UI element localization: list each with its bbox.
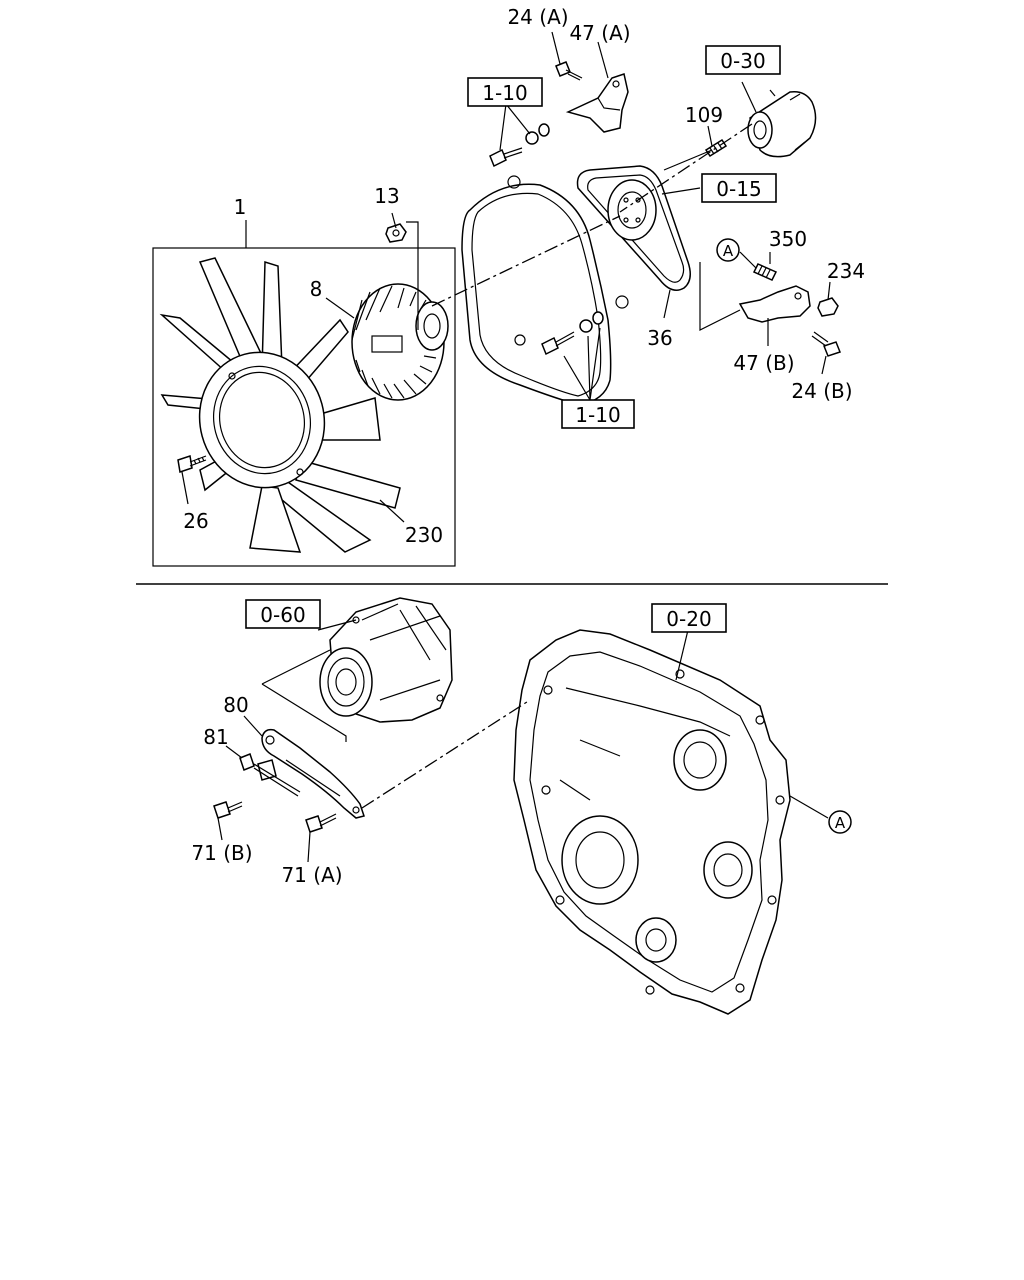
marker-a-lower: A <box>828 810 852 834</box>
fan-shroud-plate <box>461 175 629 406</box>
svg-text:A: A <box>723 242 734 260</box>
bolt-71a <box>305 813 337 833</box>
bolt-81 <box>239 753 301 797</box>
callout-47a: 47 (A) <box>569 21 630 45</box>
bolt-washer-top <box>489 123 550 168</box>
fan-group-frame <box>152 247 456 567</box>
callout-13: 13 <box>374 184 399 208</box>
callout-47b: 47 (B) <box>733 351 794 375</box>
svg-text:0-60: 0-60 <box>260 603 305 627</box>
callout-24a: 24 (A) <box>507 5 568 29</box>
fan-shroud-ring <box>198 351 326 489</box>
stud-350 <box>752 263 778 281</box>
callout-350: 350 <box>769 227 807 251</box>
svg-text:0-20: 0-20 <box>666 607 711 631</box>
bolt-washer-bottom <box>541 311 604 356</box>
lower-center-line <box>361 699 531 809</box>
callout-234: 234 <box>827 259 865 283</box>
nut-13 <box>385 223 407 243</box>
water-pump <box>747 89 817 158</box>
marker-a-upper: A <box>716 238 740 262</box>
callout-230: 230 <box>405 523 443 547</box>
ref-box-1-10-top[interactable]: 1-10 <box>467 77 543 107</box>
bracket-47b <box>738 285 811 323</box>
ref-box-0-30[interactable]: 0-30 <box>705 45 781 75</box>
callout-26: 26 <box>183 509 208 533</box>
ref-box-0-60[interactable]: 0-60 <box>245 599 321 629</box>
ref-box-0-20[interactable]: 0-20 <box>651 603 727 633</box>
bolt-24a <box>555 61 583 81</box>
drive-belt <box>576 165 691 291</box>
svg-text:1-10: 1-10 <box>575 403 620 427</box>
callout-109: 109 <box>685 103 723 127</box>
svg-text:0-15: 0-15 <box>716 177 761 201</box>
callout-1: 1 <box>234 195 247 219</box>
upper-leader-lines <box>181 31 831 523</box>
nut-234 <box>817 297 839 317</box>
ref-box-0-15[interactable]: 0-15 <box>701 173 777 203</box>
callout-71b: 71 (B) <box>191 841 252 865</box>
callout-71a: 71 (A) <box>281 863 342 887</box>
callout-24b: 24 (B) <box>791 379 852 403</box>
bracket-47a <box>565 73 629 133</box>
svg-text:1-10: 1-10 <box>482 81 527 105</box>
callout-81: 81 <box>203 725 228 749</box>
fan-bolt-26 <box>177 455 207 473</box>
ref-box-1-10-bottom[interactable]: 1-10 <box>561 399 635 429</box>
callout-36: 36 <box>647 326 672 350</box>
bolt-71b <box>213 801 243 819</box>
callout-8: 8 <box>310 277 323 301</box>
svg-text:A: A <box>835 814 846 832</box>
lower-leader-lines <box>217 619 829 863</box>
svg-text:0-30: 0-30 <box>720 49 765 73</box>
adjusting-plate <box>261 728 365 819</box>
upper-center-lines <box>431 123 753 307</box>
front-cover <box>513 629 791 1015</box>
alternator <box>319 597 453 723</box>
callout-80: 80 <box>223 693 248 717</box>
bolt-24b <box>811 331 841 357</box>
fan-clutch <box>351 283 449 401</box>
